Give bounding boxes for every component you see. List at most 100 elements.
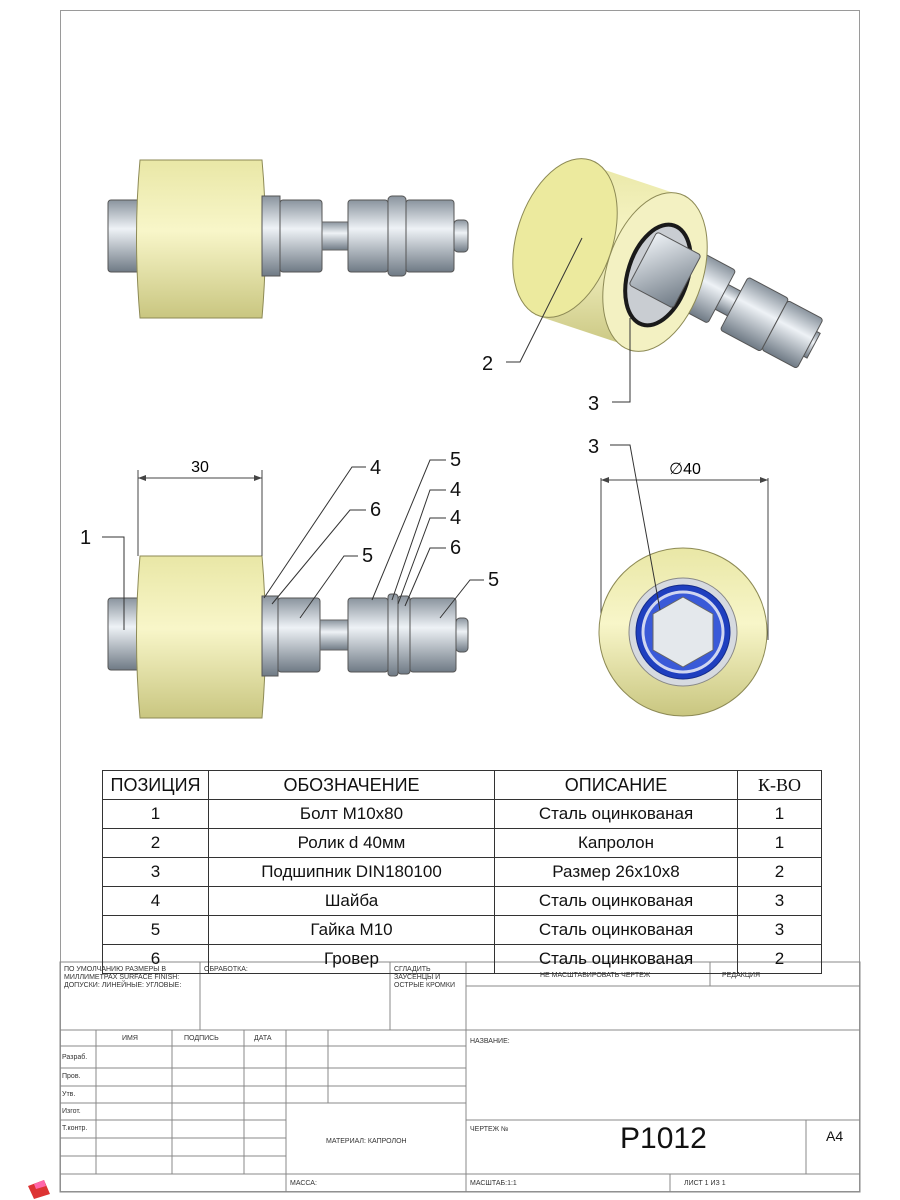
nut	[405, 199, 455, 273]
tb-scale: МАСШТАБ:1:1	[470, 1180, 517, 1187]
callout-5c: 5	[488, 569, 499, 591]
nut	[409, 597, 457, 673]
drawing-number: P1012	[620, 1122, 707, 1155]
tb-col-name: ИМЯ	[122, 1035, 138, 1042]
tb-col-date: ДАТА	[254, 1035, 272, 1042]
cell-name: Гровер	[208, 944, 495, 974]
callout-3b: 3	[588, 436, 599, 458]
logo-mark	[28, 1180, 50, 1199]
sheet-size: A4	[826, 1128, 844, 1144]
tb-row-mfg: Изгот.	[62, 1108, 81, 1115]
bearing-edge	[261, 595, 279, 677]
washer	[387, 195, 407, 277]
cell-name: Шайба	[208, 886, 495, 916]
callout-4c: 4	[450, 507, 461, 529]
callout-3a: 3	[588, 393, 599, 415]
cell-name: Гайка М10	[208, 915, 495, 945]
tb-revision: РЕДАКЦИЯ	[722, 972, 761, 979]
nut	[629, 232, 701, 308]
callout-4a: 4	[370, 457, 381, 479]
tb-sheet: ЛИСТ 1 ИЗ 1	[684, 1180, 726, 1187]
leader-4c	[397, 517, 446, 605]
cell-pos: 3	[102, 857, 209, 887]
leader-6b	[404, 547, 446, 607]
cell-pos: 1	[102, 799, 209, 829]
roller-back	[512, 158, 618, 318]
tb-mass: МАССА:	[290, 1180, 317, 1187]
tb-material: МАТЕРИАЛ: КАПРОЛОН	[326, 1138, 407, 1145]
nut	[277, 597, 321, 673]
callout-6b: 6	[450, 537, 461, 559]
callout-5b: 5	[450, 449, 461, 471]
table-header-row: ПОЗИЦИЯ ОБОЗНАЧЕНИЕ ОПИСАНИЕ К-ВО	[102, 770, 822, 800]
nut	[347, 199, 389, 273]
cell-name: Подшипник DIN180100	[208, 857, 495, 887]
grover	[397, 595, 411, 675]
callout-1: 1	[80, 527, 91, 549]
bearing-edge	[261, 195, 281, 277]
cell-pos: 5	[102, 915, 209, 945]
washer	[387, 593, 399, 677]
cell-qty: 1	[737, 828, 822, 858]
leader-3b	[610, 444, 661, 611]
bolt-tip	[455, 617, 469, 653]
bolt-tip	[453, 219, 469, 253]
leader-4a	[263, 466, 366, 599]
nut-hex	[652, 596, 714, 668]
cell-desc: Сталь оцинкованая	[494, 886, 738, 916]
end-view: ∅40	[598, 461, 769, 717]
header-description: ОПИСАНИЕ	[494, 770, 738, 800]
cell-desc: Сталь оцинкованая	[494, 944, 738, 974]
isometric-view	[512, 158, 823, 369]
tb-drawing-label: ЧЕРТЕЖ №	[470, 1126, 509, 1133]
tb-row-approve: Утв.	[62, 1091, 76, 1098]
leader-1	[102, 536, 125, 630]
header-designation: ОБОЗНАЧЕНИЕ	[208, 770, 495, 800]
tb-defaults: ПО УМОЛЧАНИЮ РАЗМЕРЫ В МИЛЛИМЕТРАХ SURFA…	[64, 966, 182, 989]
tb-title-label: НАЗВАНИЕ:	[470, 1038, 510, 1045]
callout-4b: 4	[450, 479, 461, 501]
thread	[319, 619, 349, 651]
cell-qty: 3	[737, 915, 822, 945]
cell-pos: 4	[102, 886, 209, 916]
title-block-grid	[59, 961, 861, 1193]
callout-labels: 1 2 3 3 4 6 5 5 4 4 6 5	[80, 353, 599, 591]
callout-6a: 6	[370, 499, 381, 521]
tb-deburr: СГЛАДИТЬ ЗАУСЕНЦЫ И ОСТРЫЕ КРОМКИ	[394, 966, 456, 989]
side-view-top	[107, 159, 469, 319]
callout-5a: 5	[362, 545, 373, 567]
nut	[762, 300, 823, 369]
cell-pos: 2	[102, 828, 209, 858]
cell-desc: Сталь оцинкованая	[494, 915, 738, 945]
nut	[279, 199, 323, 273]
leader-5a	[299, 555, 358, 619]
cell-desc: Размер 26х10х8	[494, 857, 738, 887]
cell-qty: 2	[737, 857, 822, 887]
nut	[347, 597, 389, 673]
tb-row-dev: Разраб.	[62, 1054, 88, 1061]
tb-row-qc: Т.контр.	[62, 1125, 88, 1132]
tb-col-sign: ПОДПИСЬ	[184, 1035, 219, 1042]
leader-3a	[612, 318, 631, 403]
cell-name: Болт М10х80	[208, 799, 495, 829]
cell-desc: Капролон	[494, 828, 738, 858]
callout-2: 2	[482, 353, 493, 375]
thread	[321, 221, 349, 251]
roller	[136, 555, 266, 719]
leader-5c	[439, 579, 484, 619]
header-quantity: К-ВО	[737, 770, 822, 800]
tb-no-scale: НЕ МАСШТАБИРОВАТЬ ЧЕРТЕЖ	[540, 972, 651, 979]
dim-width: 30	[191, 459, 209, 476]
cell-name: Ролик d 40мм	[208, 828, 495, 858]
cell-qty: 3	[737, 886, 822, 916]
dim-diameter: ∅40	[669, 461, 701, 478]
cell-qty: 1	[737, 799, 822, 829]
